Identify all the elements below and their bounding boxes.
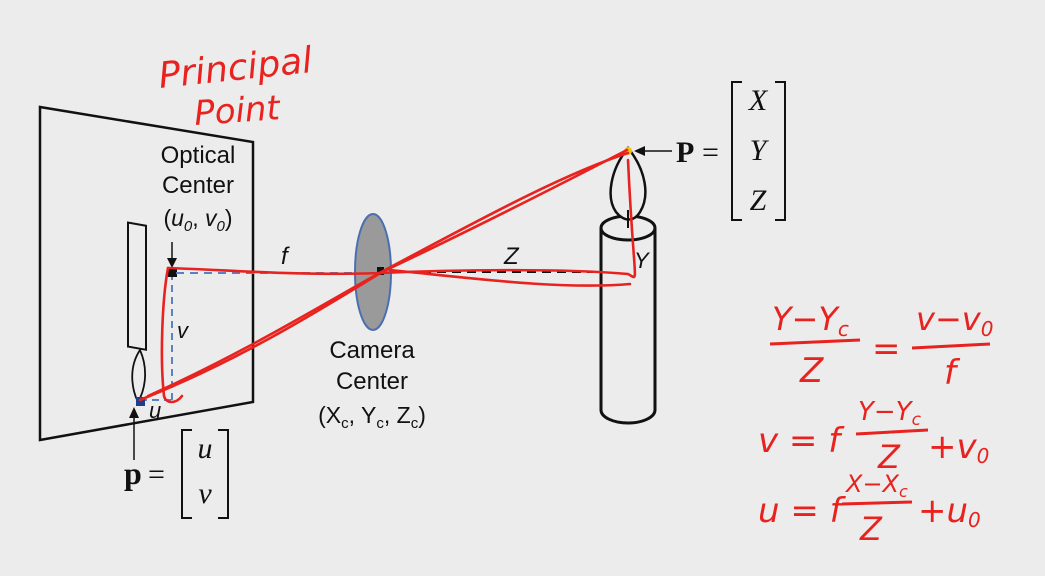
equation-3: u = f X−Xc Z +u0 (758, 470, 981, 548)
equation-2: v = f Y−Yc Z +v0 (758, 397, 989, 476)
principal-point-marker (168, 268, 177, 277)
cam-y-sub: c (376, 415, 384, 432)
image-bracket-left (181, 429, 192, 519)
eq1-num-right: v−v0 (916, 300, 993, 341)
coord-u-sub: 0 (184, 218, 193, 235)
height-label: Y (634, 248, 650, 273)
image-point-arrowhead (129, 407, 139, 418)
eq1-bar-left (769, 338, 861, 346)
coord-v-sub: 0 (217, 218, 226, 235)
eq2-den: Z (877, 438, 901, 476)
camera-center-label-line2: Center (336, 368, 408, 395)
focal-length-label: f (281, 243, 290, 270)
annotation-rays (138, 148, 637, 404)
eq1-equals: = (872, 329, 901, 369)
candle-body (599, 228, 657, 425)
image-point-equals: = (148, 458, 165, 491)
image-entry-v: v (198, 477, 212, 510)
eq3-num: X−Xc (844, 470, 908, 501)
optical-center-coords: (u0, v0) (163, 205, 232, 235)
u-label: u (149, 398, 161, 423)
world-entry-x: X (748, 84, 769, 117)
optical-center-label-line2: Center (162, 172, 234, 199)
eq3-lhs: u = f (758, 491, 847, 531)
optical-center-arrowhead (167, 258, 177, 268)
camera-center-label-line1: Camera (329, 337, 415, 364)
projected-candle-image (127, 221, 147, 351)
eq2-num: Y−Yc (858, 397, 922, 430)
eq1-den-left: Z (799, 351, 824, 391)
principal-point-annotation-line1: Principal (157, 40, 314, 97)
cam-x-sub: c (341, 415, 349, 432)
cam-y: Y (361, 402, 376, 428)
image-point-marker (136, 397, 145, 406)
eq1-num-left: Y−Yc (772, 300, 849, 341)
principal-point-annotation-line2: Point (193, 88, 283, 134)
camera-center-coords: (Xc, Yc, Zc) (318, 402, 426, 432)
eq3-bar (841, 500, 913, 506)
cam-z-sub: c (411, 415, 419, 432)
eq2-bar (855, 428, 929, 436)
world-point-arrowhead (634, 146, 645, 156)
cam-x: X (326, 402, 341, 428)
world-point-equals: = (702, 136, 719, 169)
v-label: v (177, 318, 190, 343)
image-point-symbol: p (124, 455, 142, 491)
world-entry-z: Z (750, 184, 767, 217)
eq1-den-right: f (944, 353, 961, 393)
eq3-tail: +u0 (918, 491, 981, 532)
eq3-den: Z (859, 510, 883, 548)
coord-v: v (205, 205, 218, 231)
world-bracket-left (731, 81, 742, 221)
image-entry-u: u (198, 432, 213, 465)
image-bracket-right (218, 429, 229, 519)
coord-u: u (171, 205, 184, 231)
eq1-bar-right (911, 342, 991, 350)
depth-label: Z (503, 243, 520, 270)
optical-center-label-line1: Optical (161, 142, 236, 169)
world-point-symbol: P (676, 136, 694, 169)
eq2-tail: +v0 (928, 427, 989, 468)
world-entry-y: Y (750, 134, 770, 167)
world-bracket-right (775, 81, 786, 221)
cam-z: Z (397, 402, 411, 428)
equation-1: Y−Yc Z = v−v0 f (769, 300, 993, 393)
eq2-lhs: v = f (758, 421, 845, 461)
